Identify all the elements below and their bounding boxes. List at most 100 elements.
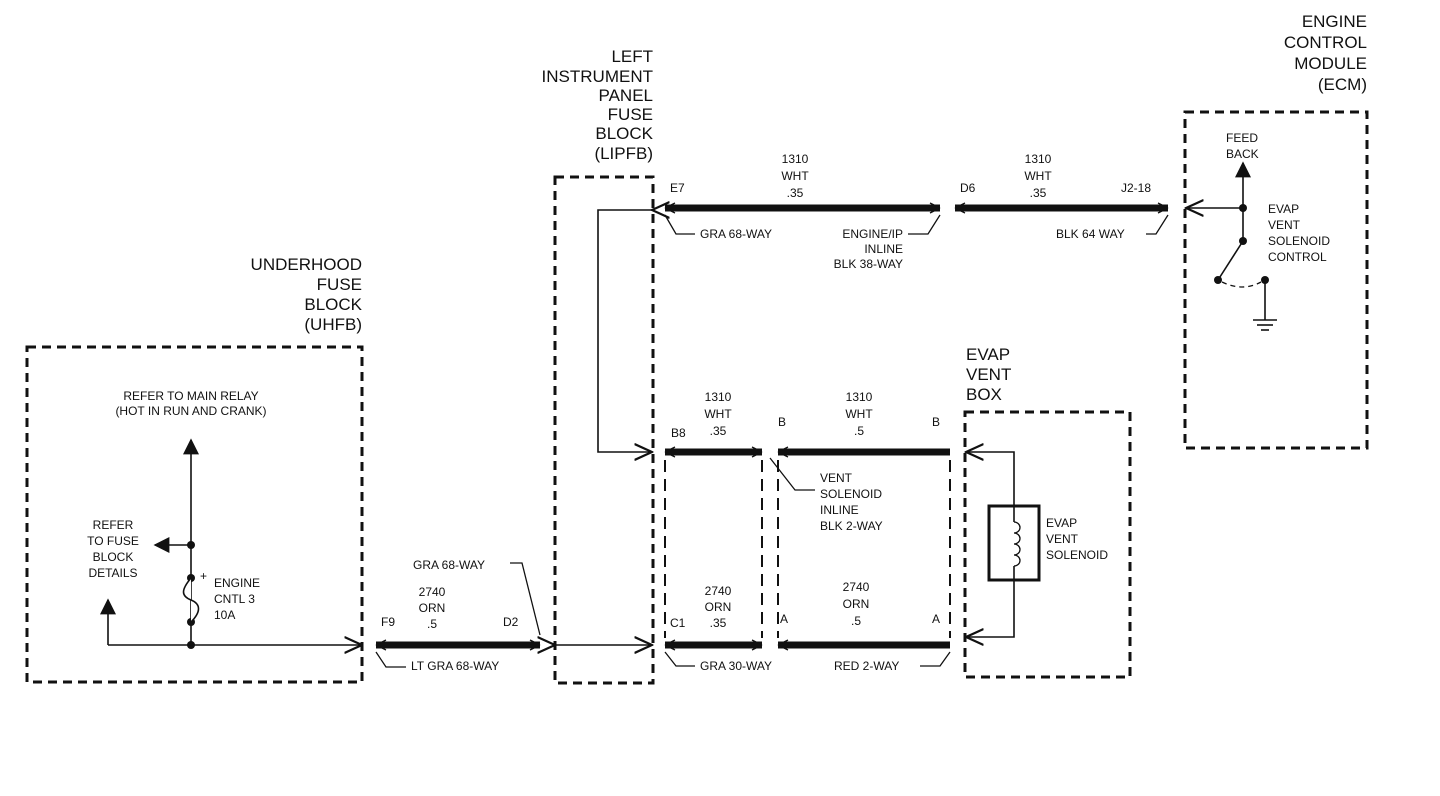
svg-text:BLOCK: BLOCK [595, 124, 653, 143]
mid-right-wire-label: 1310 WHT .5 [845, 390, 873, 438]
svg-text:FEED: FEED [1226, 131, 1258, 145]
svg-text:EVAP: EVAP [966, 345, 1010, 364]
svg-text:2740: 2740 [843, 580, 870, 594]
pin-f9: F9 [381, 615, 395, 629]
coil-icon [1013, 521, 1021, 567]
svg-text:.5: .5 [851, 614, 861, 628]
svg-text:(UHFB): (UHFB) [304, 315, 362, 334]
ecm-box [1183, 110, 1369, 450]
solenoid-return-wire [966, 580, 1015, 637]
pin-b8: B8 [671, 426, 686, 440]
svg-text:CONTROL: CONTROL [1284, 33, 1367, 52]
pin-c1: C1 [670, 616, 686, 630]
vent-inline-label: VENT SOLENOID INLINE BLK 2-WAY [820, 471, 883, 533]
svg-text:UNDERHOOD: UNDERHOOD [251, 255, 362, 274]
pin-b-right: B [932, 415, 940, 429]
svg-text:BOX: BOX [966, 385, 1002, 404]
svg-text:CNTL 3: CNTL 3 [214, 592, 255, 606]
svg-text:VENT: VENT [1268, 218, 1301, 232]
svg-text:.5: .5 [427, 617, 437, 631]
svg-text:REFER: REFER [93, 518, 134, 532]
svg-text:BLK 2-WAY: BLK 2-WAY [820, 519, 883, 533]
connector-shells [664, 460, 951, 638]
pin-b-left: B [778, 415, 786, 429]
svg-text:ENGINE: ENGINE [214, 576, 260, 590]
solenoid-feed-wire [966, 452, 1015, 506]
lipfb-jumper [597, 210, 652, 452]
blk64-label: BLK 64 WAY [1056, 227, 1125, 241]
svg-text:BLK 38-WAY: BLK 38-WAY [834, 257, 903, 271]
fuse-label: ENGINE CNTL 3 10A [214, 576, 260, 622]
svg-text:MODULE: MODULE [1294, 54, 1367, 73]
svg-text:VENT: VENT [1046, 532, 1079, 546]
svg-text:EVAP: EVAP [1268, 202, 1299, 216]
pin-e7: E7 [670, 181, 685, 195]
top-right-wire-label: 1310 WHT .35 [1024, 152, 1052, 200]
lipfb-title: LEFT INSTRUMENT PANEL FUSE BLOCK (LIPFB) [542, 47, 654, 163]
svg-text:10A: 10A [214, 608, 235, 622]
svg-text:(LIPFB): (LIPFB) [594, 144, 653, 163]
ground-icon [1253, 319, 1277, 331]
red2-label: RED 2-WAY [834, 659, 899, 673]
svg-text:EVAP: EVAP [1046, 516, 1077, 530]
svg-text:TO FUSE: TO FUSE [87, 534, 139, 548]
feedback-label: FEED BACK [1226, 131, 1259, 161]
pin-a-left: A [780, 612, 788, 626]
pin-d2: D2 [503, 615, 519, 629]
svg-text:.35: .35 [710, 424, 727, 438]
svg-text:SOLENOID: SOLENOID [1268, 234, 1330, 248]
svg-text:(ECM): (ECM) [1318, 75, 1367, 94]
svg-text:+: + [200, 569, 207, 583]
svg-text:INSTRUMENT: INSTRUMENT [542, 67, 653, 86]
pin-a-right: A [932, 612, 940, 626]
svg-text:1310: 1310 [1025, 152, 1052, 166]
control-switch [1217, 240, 1244, 281]
svg-text:WHT: WHT [1024, 169, 1052, 183]
svg-text:PANEL: PANEL [599, 86, 654, 105]
splice-top [187, 541, 195, 549]
svg-text:WHT: WHT [845, 407, 873, 421]
uhfb-box [25, 345, 364, 684]
engine-ip-label: ENGINE/IP INLINE BLK 38-WAY [834, 227, 903, 271]
svg-text:ORN: ORN [419, 601, 446, 615]
gra30-label: GRA 30-WAY [700, 659, 772, 673]
svg-text:1310: 1310 [846, 390, 873, 404]
svg-text:INLINE: INLINE [864, 242, 903, 256]
svg-text:2740: 2740 [705, 584, 732, 598]
gra68-low-label: GRA 68-WAY [413, 558, 485, 572]
mid-left-wire-label: 1310 WHT .35 [704, 390, 732, 438]
svg-text:1310: 1310 [782, 152, 809, 166]
uhfb-title: UNDERHOOD FUSE BLOCK (UHFB) [251, 255, 363, 334]
svg-text:REFER TO MAIN RELAY: REFER TO MAIN RELAY [123, 389, 258, 403]
ecm-title: ENGINE CONTROL MODULE (ECM) [1284, 12, 1367, 94]
pin-d6: D6 [960, 181, 976, 195]
svg-text:FUSE: FUSE [608, 105, 653, 124]
svg-text:VENT: VENT [966, 365, 1011, 384]
lipfb-box [553, 175, 655, 685]
svg-text:SOLENOID: SOLENOID [1046, 548, 1108, 562]
svg-text:1310: 1310 [705, 390, 732, 404]
top-left-wire-label: 1310 WHT .35 [781, 152, 809, 200]
svg-text:FUSE: FUSE [317, 275, 362, 294]
svg-text:.35: .35 [710, 616, 727, 630]
solenoid-label: EVAP VENT SOLENOID [1046, 516, 1108, 562]
svg-text:CONTROL: CONTROL [1268, 250, 1327, 264]
svg-text:DETAILS: DETAILS [88, 566, 137, 580]
svg-text:WHT: WHT [704, 407, 732, 421]
svg-text:.5: .5 [854, 424, 864, 438]
svg-text:ENGINE: ENGINE [1302, 12, 1367, 31]
svg-text:BACK: BACK [1226, 147, 1259, 161]
svg-text:WHT: WHT [781, 169, 809, 183]
svg-text:INLINE: INLINE [820, 503, 859, 517]
svg-text:VENT: VENT [820, 471, 853, 485]
solenoid-control-label: EVAP VENT SOLENOID CONTROL [1268, 202, 1330, 264]
svg-text:ENGINE/IP: ENGINE/IP [842, 227, 903, 241]
gra68-top-label: GRA 68-WAY [700, 227, 772, 241]
uhfb-wire-label: 2740 ORN .5 [419, 585, 446, 631]
ltgra68-label: LT GRA 68-WAY [411, 659, 499, 673]
svg-text:2740: 2740 [419, 585, 446, 599]
evap-box [963, 410, 1132, 679]
low-right-wire-label: 2740 ORN .5 [843, 580, 870, 628]
evap-box-title: EVAP VENT BOX [966, 345, 1011, 404]
